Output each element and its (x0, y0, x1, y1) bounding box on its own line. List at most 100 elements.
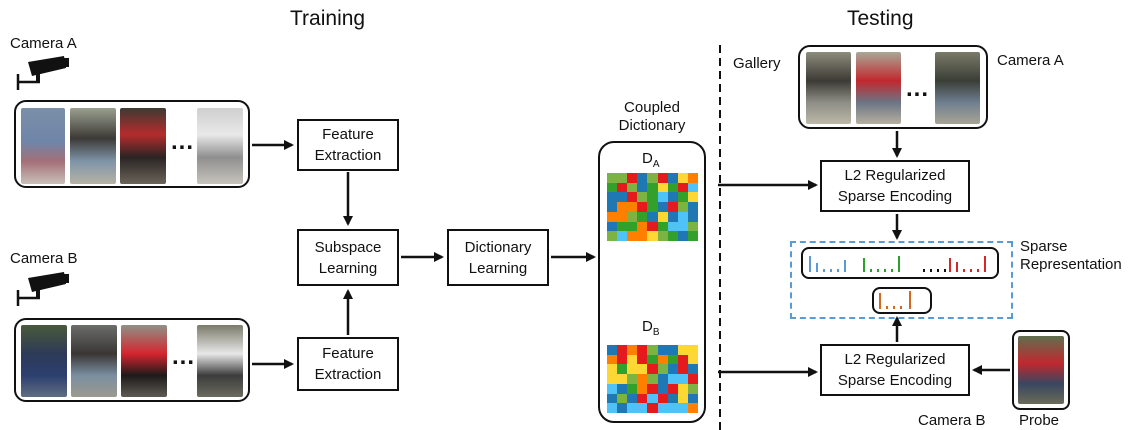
label-line: Representation (1020, 256, 1122, 273)
box-line: L2 Regularized (844, 351, 946, 368)
matrix-cell (687, 354, 698, 365)
matrix-cell (617, 192, 628, 203)
matrix-cell (647, 211, 658, 222)
matrix-cell (617, 393, 628, 404)
person-image (70, 108, 116, 184)
matrix-cell (657, 354, 668, 365)
dictionary-b-label: DB (642, 318, 660, 338)
person-image (120, 108, 166, 184)
box-line: Extraction (314, 366, 382, 383)
label-line: Sparse (1020, 238, 1068, 255)
matrix-cell (657, 221, 668, 232)
matrix-cell (647, 192, 658, 203)
matrix-cell (647, 393, 658, 404)
person-image (935, 52, 980, 124)
matrix-cell (627, 403, 638, 413)
dict-sub: A (652, 159, 660, 170)
matrix-cell (637, 403, 648, 413)
matrix-cell (677, 173, 688, 183)
matrix-cell (637, 202, 648, 212)
box-line: L2 Regularized (844, 167, 946, 184)
matrix-cell (687, 221, 698, 232)
matrix-cell (607, 364, 618, 375)
matrix-cell (637, 345, 648, 355)
matrix-cell (607, 182, 618, 193)
matrix-cell (687, 231, 698, 241)
matrix-cell (687, 364, 698, 375)
probe-sparse-code-box (872, 287, 932, 314)
matrix-cell (627, 202, 638, 212)
box-line: Learning (318, 259, 378, 277)
camera-a-icon (16, 56, 69, 90)
person-image (1018, 336, 1064, 404)
label-line: Coupled (624, 99, 680, 116)
box-line: Sparse Encoding (837, 372, 953, 389)
matrix-cell (607, 354, 618, 365)
matrix-cell (667, 364, 678, 375)
matrix-cell (627, 345, 638, 355)
matrix-cell (637, 173, 648, 183)
matrix-cell (637, 221, 648, 232)
testing-title: Testing (847, 7, 914, 30)
matrix-cell (607, 374, 618, 384)
matrix-cell (657, 364, 668, 375)
matrix-cell (627, 393, 638, 404)
matrix-cell (607, 383, 618, 394)
dictionary-a-label: DA (642, 150, 660, 170)
camera-a-right-label: Camera A (997, 52, 1064, 69)
matrix-cell (607, 403, 618, 413)
matrix-cell (637, 182, 648, 193)
matrix-cell (677, 374, 688, 384)
matrix-cell (627, 354, 638, 365)
matrix-cell (667, 202, 678, 212)
matrix-cell (617, 354, 628, 365)
matrix-cell (627, 182, 638, 193)
matrix-cell (637, 231, 648, 241)
box-line: Feature (322, 126, 374, 143)
matrix-cell (647, 354, 658, 365)
matrix-cell (657, 374, 668, 384)
camera-b-label: Camera B (10, 250, 78, 267)
matrix-cell (667, 383, 678, 394)
matrix-cell (647, 221, 658, 232)
matrix-cell (677, 211, 688, 222)
matrix-cell (677, 221, 688, 232)
matrix-cell (687, 374, 698, 384)
matrix-cell (617, 403, 628, 413)
matrix-cell (687, 173, 698, 183)
box-line: Learning (468, 259, 528, 277)
box-line: Feature (322, 345, 374, 362)
gallery-label: Gallery (733, 55, 781, 72)
matrix-cell (617, 383, 628, 394)
matrix-cell (647, 345, 658, 355)
dictionary-b-matrix (607, 345, 698, 413)
dictionary-a-matrix (607, 173, 698, 241)
matrix-cell (607, 221, 618, 232)
matrix-cell (617, 202, 628, 212)
matrix-cell (617, 182, 628, 193)
label-line: Dictionary (618, 117, 686, 134)
matrix-cell (687, 383, 698, 394)
matrix-cell (657, 192, 668, 203)
matrix-cell (687, 345, 698, 355)
matrix-cell (677, 393, 688, 404)
matrix-cell (607, 345, 618, 355)
matrix-cell (607, 393, 618, 404)
matrix-cell (617, 231, 628, 241)
matrix-cell (667, 374, 678, 384)
matrix-cell (627, 192, 638, 203)
matrix-cell (647, 403, 658, 413)
matrix-cell (677, 202, 688, 212)
matrix-cell (657, 202, 668, 212)
matrix-cell (677, 345, 688, 355)
matrix-cell (607, 202, 618, 212)
box-line: Extraction (314, 147, 382, 164)
ellipsis: ... (172, 343, 196, 370)
matrix-cell (647, 231, 658, 241)
matrix-cell (677, 383, 688, 394)
matrix-cell (687, 182, 698, 193)
